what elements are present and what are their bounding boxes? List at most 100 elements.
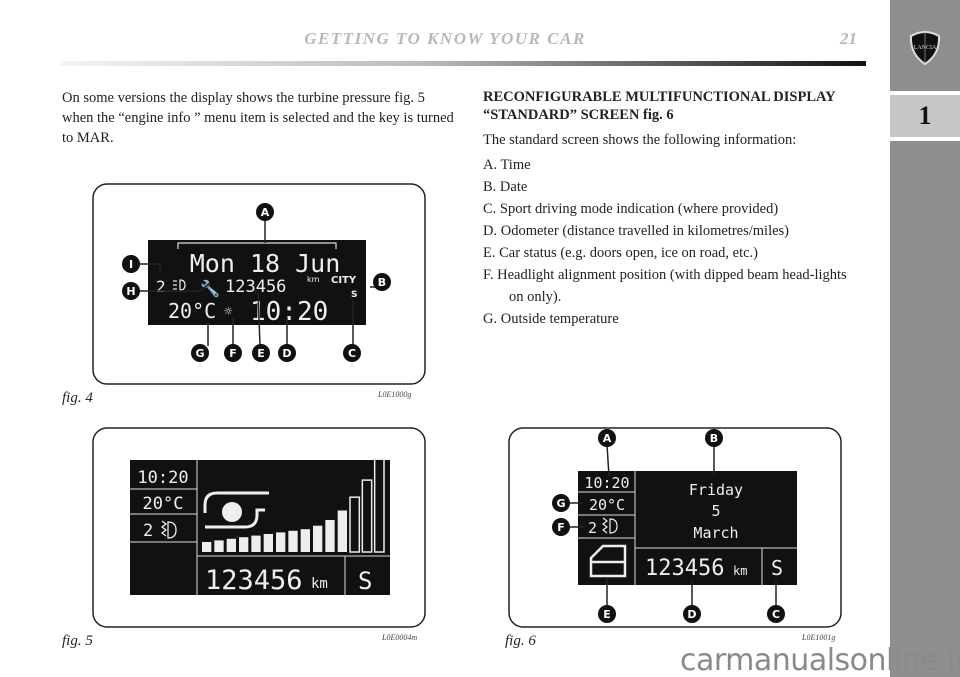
pressure-bar <box>361 479 373 553</box>
svg-text:km: km <box>307 275 320 284</box>
list-item: C. Sport driving mode indication (where … <box>483 201 779 217</box>
pressure-bar <box>226 538 236 552</box>
svg-text:2: 2 <box>588 519 597 537</box>
door-open-icon <box>589 544 627 578</box>
callout-marker <box>343 344 361 362</box>
callout-marker <box>552 518 570 536</box>
figure-4: Mon 18 Jun 2 🔧 123456 km CITY S 20°C ☼ 1… <box>92 183 426 385</box>
list-item: D. Odometer (distance travelled in kilom… <box>483 223 790 239</box>
callout-label: F <box>557 521 565 534</box>
pressure-bar <box>373 458 385 553</box>
section-heading: RECONFIGURABLE MULTIFUNCTIONAL DISPLAY “… <box>483 89 836 123</box>
pressure-bar <box>300 529 310 552</box>
pressure-bar <box>313 525 323 552</box>
callout-label: B <box>710 432 718 445</box>
callout-label: F <box>229 347 237 360</box>
fig5-caption: fig. 5 <box>62 633 93 649</box>
callout-label: B <box>378 276 386 289</box>
callout-marker <box>683 605 701 623</box>
svg-text:S: S <box>771 556 783 580</box>
svg-text:10:20: 10:20 <box>137 468 188 488</box>
pressure-bars <box>202 458 385 553</box>
headlight-level: 2 <box>156 277 166 296</box>
fig4-caption: fig. 4 <box>62 390 93 406</box>
list-item: G. Outside temperature <box>483 311 619 327</box>
lancia-logo-icon: LANCIA <box>909 31 941 66</box>
svg-text:123456: 123456 <box>645 556 724 581</box>
svg-text:S: S <box>351 290 357 300</box>
svg-text:5: 5 <box>711 502 720 520</box>
svg-text:2: 2 <box>143 521 153 541</box>
time-text: 10:20 <box>250 297 328 327</box>
pressure-bar <box>263 534 273 552</box>
pressure-bar <box>214 540 224 552</box>
pressure-bar <box>288 530 298 552</box>
fig5-code: L0E0004m <box>382 633 418 642</box>
section-tab[interactable]: 1 <box>890 95 960 137</box>
temperature-text: 20°C <box>168 299 216 323</box>
callout-marker <box>705 429 723 447</box>
callout-label: G <box>556 497 565 510</box>
page-header-title: GETTING TO KNOW YOUR CAR <box>304 29 586 48</box>
callout-label: E <box>603 608 611 621</box>
callout-label: G <box>195 347 204 360</box>
callout-label: C <box>348 347 356 360</box>
svg-text:10:20: 10:20 <box>584 474 629 492</box>
section-intro: The standard screen shows the following … <box>483 132 797 148</box>
pressure-bar <box>202 542 212 552</box>
headlight-icon <box>173 279 186 291</box>
list-item: F. Headlight alignment position (with di… <box>483 267 847 305</box>
svg-text:20°C: 20°C <box>589 496 625 514</box>
svg-text:S: S <box>358 567 372 595</box>
callout-marker <box>373 273 391 291</box>
svg-text:123456: 123456 <box>205 565 303 596</box>
callout-label: D <box>282 347 291 360</box>
header-rule <box>60 61 866 66</box>
callout-marker <box>552 494 570 512</box>
callout-marker <box>256 203 274 221</box>
callout-label: D <box>687 608 696 621</box>
date-text: Mon 18 Jun <box>190 249 341 278</box>
headlight-icon <box>602 517 618 534</box>
callout-label: C <box>772 608 780 621</box>
callout-label: I <box>129 258 133 271</box>
callout-label: A <box>261 206 270 219</box>
svg-text:km: km <box>733 564 747 578</box>
callout-marker <box>767 605 785 623</box>
turbine-icon <box>203 491 269 529</box>
callout-label: H <box>126 285 135 298</box>
callout-marker <box>122 282 140 300</box>
svg-text:LANCIA: LANCIA <box>914 45 937 51</box>
sidebar-strip <box>890 141 960 677</box>
callout-marker <box>252 344 270 362</box>
svg-text:20°C: 20°C <box>143 494 184 514</box>
mode-text: CITY <box>331 275 357 286</box>
watermark: carmanualsonline.info <box>680 643 960 677</box>
ice-warning-icon: ☼ <box>224 304 233 320</box>
fig6-code: L0E1001g <box>802 633 836 642</box>
callout-marker <box>278 344 296 362</box>
pressure-bar <box>337 510 347 552</box>
callout-marker <box>122 255 140 273</box>
odometer-text: 123456 <box>225 277 286 297</box>
list-item: A. Time <box>483 157 531 173</box>
list-item: B. Date <box>483 179 528 195</box>
page-number: 21 <box>840 29 857 48</box>
pressure-bar <box>251 535 261 552</box>
figure-5: 10:20 20°C 2 123456 km S <box>92 427 426 628</box>
wrench-icon: 🔧 <box>200 279 220 298</box>
pressure-bar <box>239 537 249 552</box>
fig6-caption: fig. 6 <box>505 633 536 649</box>
pressure-bar <box>349 496 361 553</box>
svg-text:km: km <box>311 576 328 592</box>
callout-marker <box>224 344 242 362</box>
callout-marker <box>598 429 616 447</box>
svg-text:Friday: Friday <box>689 481 743 499</box>
list-item: E. Car status (e.g. doors open, ice on r… <box>483 245 759 261</box>
callout-marker <box>191 344 209 362</box>
fig4-code: L0E1000g <box>378 390 412 399</box>
info-list: A. Time B. Date C. Sport driving mode in… <box>483 154 863 330</box>
svg-text:March: March <box>693 524 738 542</box>
